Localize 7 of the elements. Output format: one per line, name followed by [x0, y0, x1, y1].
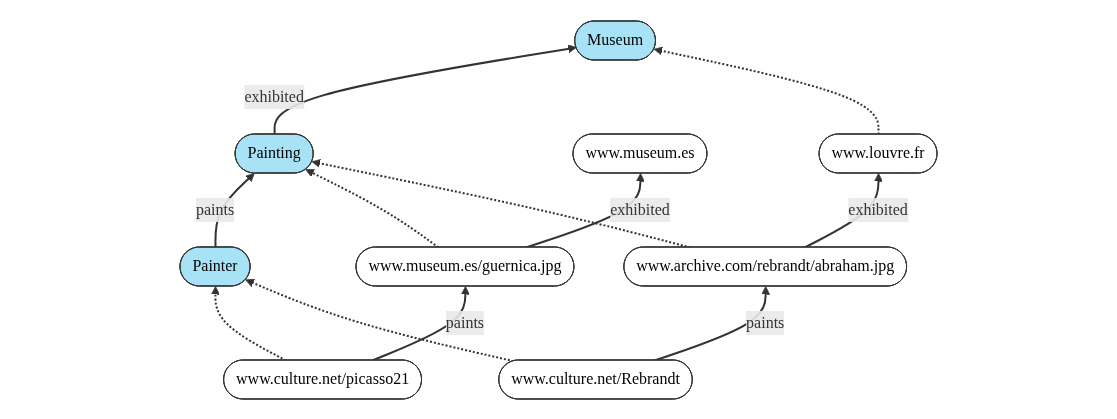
edge-label: paints: [746, 313, 785, 331]
edge-label: exhibited: [848, 200, 908, 218]
edge-label: paints: [195, 200, 235, 218]
edge-label: exhibited: [610, 200, 670, 218]
arrow: [273, 43, 577, 135]
edge-label: paints: [445, 313, 485, 331]
edge-label: exhibited: [244, 87, 304, 105]
